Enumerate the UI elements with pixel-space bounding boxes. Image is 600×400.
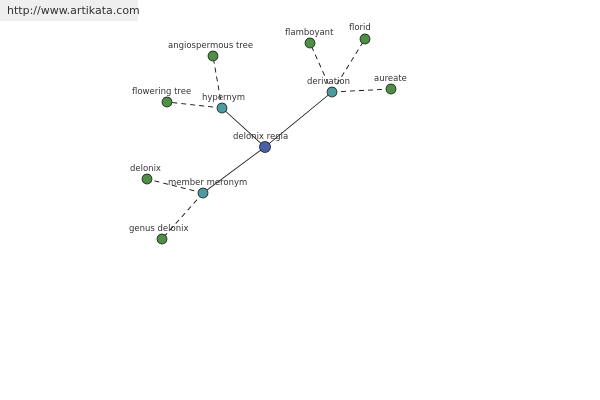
label-flowering-tree[interactable]: flowering tree (132, 87, 191, 97)
edge-derivation-florid (331, 38, 366, 93)
label-flamboyant[interactable]: flamboyant (285, 28, 334, 38)
label-member-meronym[interactable]: member meronym (168, 178, 247, 188)
edge-member-meronym-genus-delonix (161, 192, 204, 240)
node-delonix[interactable] (141, 173, 153, 185)
node-angiospermous-tree[interactable] (207, 50, 219, 62)
graph-edges (146, 38, 392, 240)
node-center[interactable] (259, 141, 271, 153)
label-delonix[interactable]: delonix (130, 164, 161, 174)
label-derivation[interactable]: derivation (307, 77, 350, 87)
label-center[interactable]: delonix regia (233, 132, 288, 142)
label-aureate[interactable]: aureate (374, 74, 407, 84)
edge-member-meronym-delonix (146, 178, 204, 194)
graph-labels: angiospermous tree flowering tree flamboya… (129, 23, 407, 234)
edge-center-member-meronym (202, 146, 266, 194)
label-genus-delonix[interactable]: genus delonix (129, 224, 189, 234)
label-florid[interactable]: florid (349, 23, 371, 33)
node-member-meronym[interactable] (197, 187, 209, 199)
edge-hypernym-flowering-tree (166, 101, 223, 109)
label-angiospermous-tree[interactable]: angiospermous tree (168, 41, 253, 51)
node-florid[interactable] (359, 33, 371, 45)
node-aureate[interactable] (385, 83, 397, 95)
node-derivation[interactable] (326, 86, 338, 98)
node-flowering-tree[interactable] (161, 96, 173, 108)
label-hypernym[interactable]: hypernym (202, 93, 245, 103)
node-hypernym[interactable] (216, 102, 228, 114)
site-url-banner[interactable]: http://www.artikata.com (0, 0, 140, 21)
edge-derivation-aureate (331, 88, 392, 93)
edge-center-derivation (264, 91, 333, 148)
graph-nodes (141, 33, 397, 245)
node-flamboyant[interactable] (304, 37, 316, 49)
node-genus-delonix[interactable] (156, 233, 168, 245)
edge-center-hypernym (221, 107, 266, 148)
